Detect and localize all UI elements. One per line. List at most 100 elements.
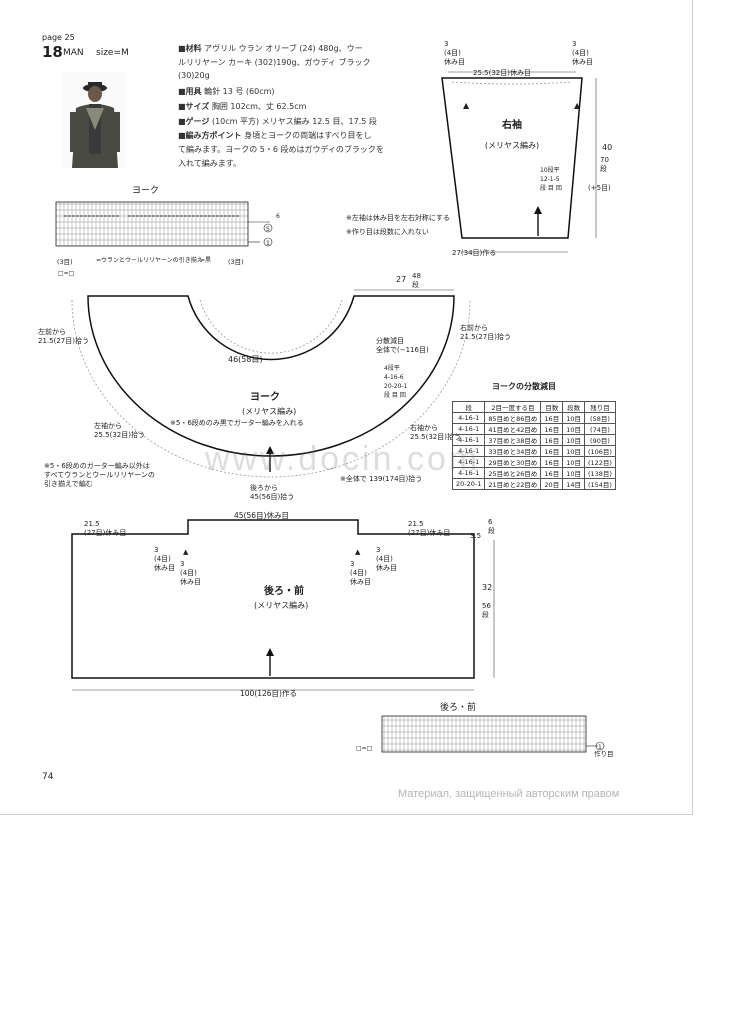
- table-cell: 4-16-1: [451, 423, 486, 435]
- table-cell: (74目): [583, 423, 616, 435]
- body-subtitle: (メリヤス編み): [254, 600, 308, 610]
- yoke-yarn-note: ※5・6段めのガーター編み以外はすべてウランとウールリリヤーンの引き揃えで編む: [44, 461, 155, 488]
- model-photo: [62, 72, 126, 168]
- body-chart-legend: □=□: [356, 745, 372, 752]
- svg-text:分散減目全体で(−116目): 分散減目全体で(−116目): [376, 336, 429, 354]
- size-label: ■サイズ: [178, 102, 210, 111]
- yoke-piece: ヨーク (メリヤス編み) ※5・6段めのみ黒でガーター編みを入れる 46(58目…: [71, 275, 471, 483]
- points-label: ■編み方ポイント: [178, 131, 242, 140]
- yoke-dispersed: 分散減目全体で(−116目): [376, 336, 429, 354]
- table-cell: 16目: [540, 423, 564, 435]
- svg-text:※5・6段めのガーター編み以外はすべてウランとウールリリヤー: ※5・6段めのガーター編み以外はすべてウランとウールリリヤーンの引き揃えで編む: [44, 461, 155, 488]
- points-line-2: て編みます。ヨークの 5・6 段めはガウディのブラックを: [178, 145, 384, 154]
- table-cell: 16目: [540, 434, 564, 446]
- body-chart-cast-on: 作り目: [594, 749, 614, 758]
- body-top-left: 21.5(27目)休み目: [84, 520, 126, 537]
- table-cell: (154目): [583, 478, 616, 490]
- decrease-col-header: 残り目: [583, 401, 616, 413]
- table-cell: (58目): [583, 412, 616, 424]
- svg-text:3(4目)休み目: 3(4目)休み目: [376, 546, 397, 572]
- sleeve-increase: (+5目): [588, 184, 611, 192]
- body-rest-d: 3(4目)休み目: [376, 546, 397, 572]
- table-cell: 20目: [540, 478, 564, 490]
- table-cell: 10目: [562, 423, 585, 435]
- svg-text:70段: 70段: [600, 156, 609, 173]
- materials-row: ■材料 アヴリル ウラン オリーブ (24) 480g、ウー: [178, 43, 363, 54]
- yoke-chart: ヨーク 6 5 1 (3目) (3目) =ウランとウールリリヤーンの引き揃え =…: [55, 185, 280, 277]
- tools-text: 輪針 13 号 (60cm): [204, 87, 275, 96]
- sleeve-note-2: ※作り目は段数に入れない: [346, 227, 429, 236]
- body-chart: 後ろ・前 1 作り目 □=□: [356, 701, 614, 758]
- table-cell: (122目): [583, 456, 616, 468]
- decrease-table-title: ヨークの分散減目: [492, 382, 556, 391]
- svg-text:6段: 6段: [488, 518, 495, 535]
- footer-watermark: Материал, защищенный авторским правом: [398, 788, 620, 800]
- page-label: page 25: [42, 33, 75, 42]
- points-text: 身頃とヨークの両端はすべり目をし: [244, 131, 372, 140]
- materials-line-3: (30)20g: [178, 71, 210, 80]
- table-cell: 16目: [540, 467, 564, 479]
- points-line-3: 入れて編みます。: [178, 159, 241, 168]
- table-cell: 16目: [540, 412, 564, 424]
- table-cell: (90目): [583, 434, 616, 446]
- decrease-table-header: 段 2目一度する目 目数 段数 残り目: [451, 401, 616, 413]
- gauge-row: ■ゲージ (10cm 平方) メリヤス編み 12.5 目、17.5 段: [178, 116, 377, 127]
- sleeve-height: 40: [602, 143, 612, 152]
- body-piece: 後ろ・前 (メリヤス編み) 45(56目)休み目 100(126目)作る 3.5…: [71, 510, 495, 698]
- body-triangle-left: ▲: [183, 548, 189, 556]
- body-rest-a: 3(4目)休み目: [154, 546, 175, 572]
- yoke-chart-row-6: 6: [276, 213, 280, 220]
- body-bottom: 100(126目)作る: [240, 688, 297, 698]
- materials-text: アヴリル ウラン オリーブ (24) 480g、ウー: [204, 44, 363, 53]
- sleeve-piece: 右袖 (メリヤス編み) 25.5(32目)休み目 27(34目)作る 40 (+…: [441, 68, 612, 257]
- svg-text:3(4目)休み目: 3(4目)休み目: [154, 546, 175, 572]
- body-rest-b: 3(4目)休み目: [180, 560, 201, 586]
- table-cell: 10目: [562, 434, 585, 446]
- yoke-total: ※全体で 139(174目)拾う: [340, 474, 422, 483]
- decrease-col-header: 2目一度する目: [484, 401, 542, 413]
- sleeve-bottom: 27(34目)作る: [452, 248, 496, 257]
- svg-text:21.5(27目)休み目: 21.5(27目)休み目: [408, 520, 450, 537]
- decrease-col-header: 段: [451, 401, 486, 413]
- table-cell: 10目: [562, 412, 585, 424]
- yoke-subtitle: (メリヤス編み): [242, 406, 296, 416]
- table-cell: 10目: [562, 467, 585, 479]
- body-height: 32: [482, 583, 492, 592]
- yoke-chart-corner-left: (3目): [57, 258, 73, 266]
- gauge-label: ■ゲージ: [178, 117, 210, 126]
- page-number: 74: [42, 772, 54, 782]
- table-cell: 10目: [562, 456, 585, 468]
- points-row: ■編み方ポイント 身頃とヨークの両端はすべり目をし: [178, 130, 372, 141]
- watermark: www.docin.com: [205, 440, 481, 478]
- yoke-title: ヨーク: [250, 391, 280, 403]
- body-chart-row-mark: 1: [598, 744, 602, 751]
- yoke-depth: 27: [396, 275, 406, 284]
- svg-text:56段: 56段: [482, 602, 491, 619]
- body-top-right: 21.5(27目)休み目: [408, 520, 450, 537]
- body-top-center: 45(56目)休み目: [234, 510, 289, 520]
- sleeve-top-width: 25.5(32目)休み目: [473, 68, 531, 77]
- svg-text:21.5(27目)休み目: 21.5(27目)休み目: [84, 520, 126, 537]
- body-chart-title: 後ろ・前: [440, 701, 476, 713]
- sleeve-top-triangle: ▲: [463, 101, 470, 110]
- table-cell: 33目めと34目め: [484, 445, 542, 457]
- tools-label: ■用具: [178, 87, 202, 96]
- pattern-size: size=M: [96, 48, 129, 58]
- materials-line-2: ルリリヤーン カーキ (302)190g、ガウディ ブラック: [178, 58, 371, 67]
